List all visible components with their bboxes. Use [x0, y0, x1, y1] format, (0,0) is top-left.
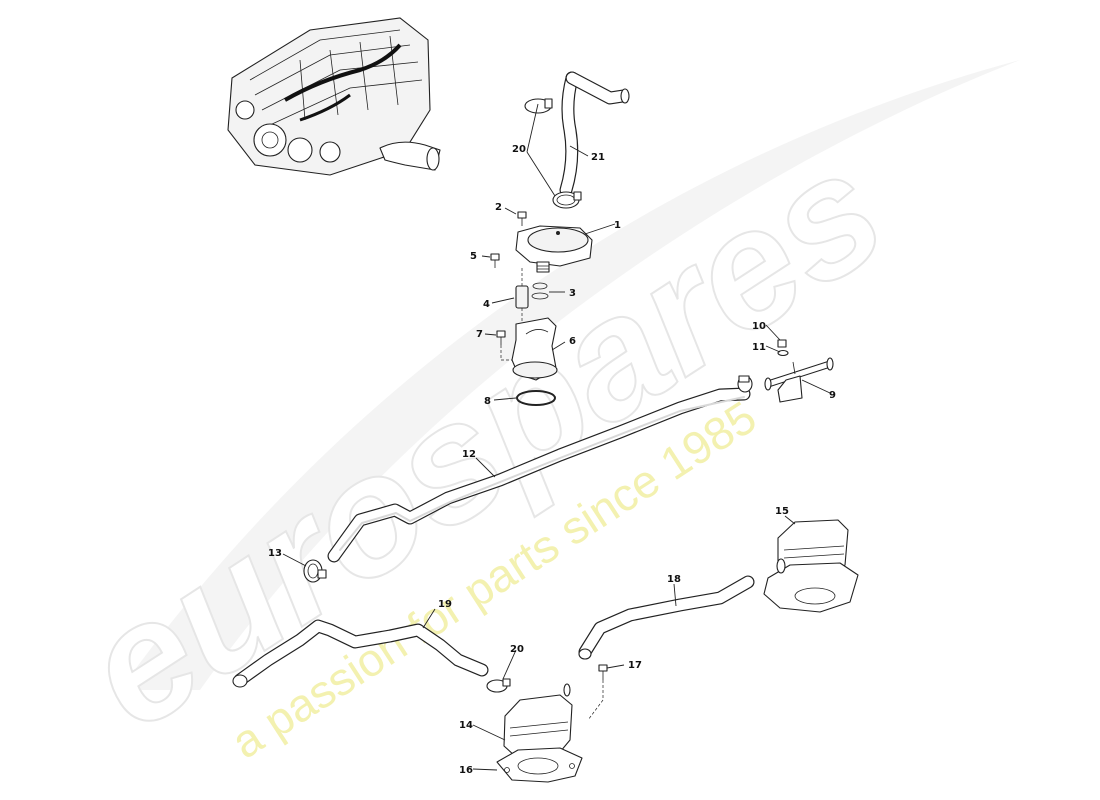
o-ring-3 — [531, 282, 549, 300]
callout-17: 17 — [628, 660, 642, 671]
callout-13: 13 — [268, 548, 282, 559]
callout-1: 1 — [614, 220, 621, 231]
callout-21: 21 — [591, 152, 605, 163]
callout-4: 4 — [483, 299, 490, 310]
callout-6: 6 — [569, 336, 576, 347]
gasket-16 — [496, 747, 583, 783]
callout-20-bottom: 20 — [510, 644, 524, 655]
thermostat-cover-1 — [515, 225, 593, 273]
branch-pipe-9 — [764, 357, 834, 403]
callout-15: 15 — [775, 506, 789, 517]
callout-20-top: 20 — [512, 144, 526, 155]
callout-7: 7 — [476, 329, 483, 340]
hose-clip-13 — [303, 559, 327, 583]
hose-18 — [578, 575, 755, 660]
hose-21 — [559, 71, 630, 197]
bolt-2 — [517, 211, 527, 226]
callout-19: 19 — [438, 599, 452, 610]
thermostat-housing-6 — [511, 317, 558, 381]
oil-cooler-14 — [503, 683, 573, 757]
hose-clip-pipe-end — [737, 375, 753, 393]
callout-10: 10 — [752, 321, 766, 332]
callout-labels: 1 2 3 4 5 6 7 8 9 10 11 12 13 14 15 16 1… — [268, 144, 836, 776]
callout-5: 5 — [470, 251, 477, 262]
bolt-5 — [490, 253, 500, 268]
callout-3: 3 — [569, 288, 576, 299]
washer-11 — [777, 349, 789, 357]
leader-lines — [282, 103, 831, 771]
callout-8: 8 — [484, 396, 491, 407]
callout-9: 9 — [829, 390, 836, 401]
callout-11: 11 — [752, 342, 766, 353]
pipe-12 — [327, 387, 751, 563]
sensor-4 — [515, 268, 529, 324]
callout-2: 2 — [495, 202, 502, 213]
hose-clip-20-bottom — [486, 678, 511, 693]
bolt-7 — [496, 330, 515, 361]
callout-14: 14 — [459, 720, 473, 731]
oil-cooler-15 — [763, 519, 859, 613]
callout-16: 16 — [459, 765, 473, 776]
engine-overview-illustration — [227, 17, 441, 176]
hose-19 — [232, 619, 489, 688]
seal-8 — [516, 390, 556, 406]
bolt-17 — [587, 664, 608, 721]
callout-12: 12 — [462, 449, 476, 460]
bleed-screw-10 — [777, 339, 787, 348]
hose-clip-20-top — [524, 98, 582, 209]
callout-18: 18 — [667, 574, 681, 585]
